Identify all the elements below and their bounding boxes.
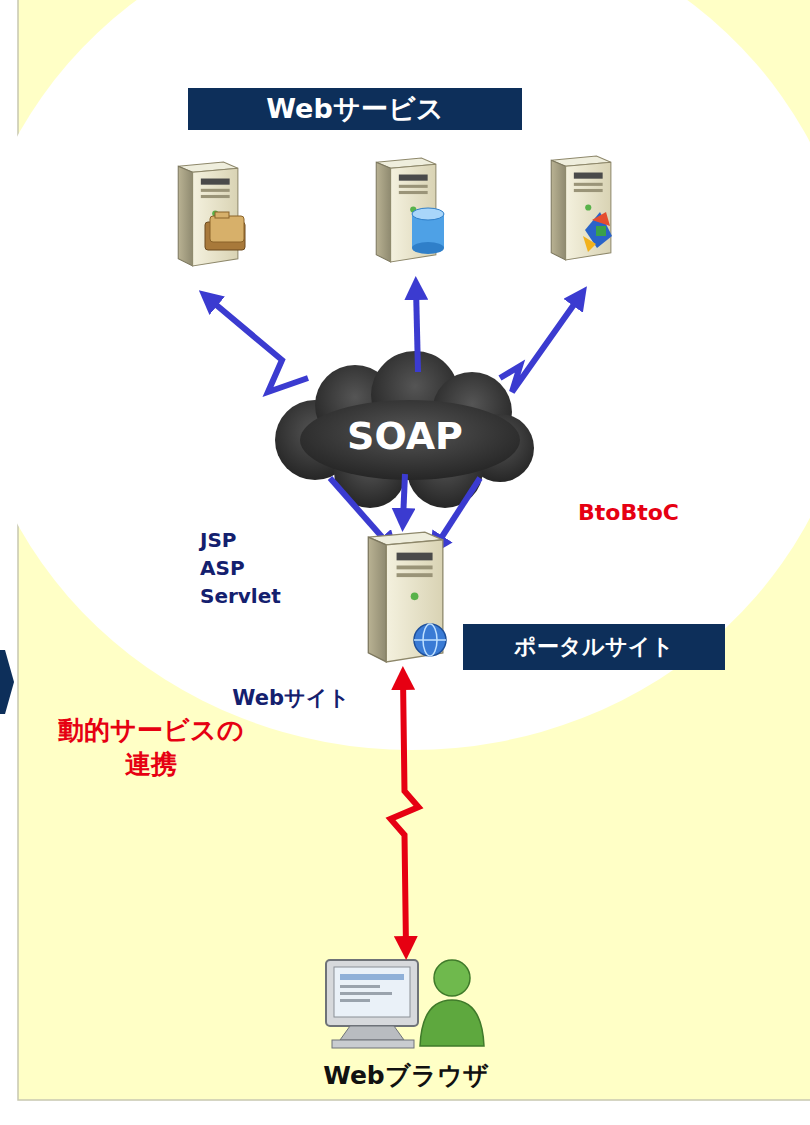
technology-label: Servlet: [200, 584, 281, 608]
portal-banner: ポータルサイト: [463, 624, 725, 670]
connector-arrow: [391, 678, 419, 948]
soap-cloud: SOAP: [300, 408, 510, 466]
edge-label: 動的サービスの 連携: [48, 714, 253, 782]
portal-server: Webサイト: [358, 528, 448, 670]
node-text: SOAP: [347, 415, 463, 459]
service-banner: Webサービス: [188, 88, 522, 130]
technology-label: ASP: [200, 556, 245, 580]
node-text: Webブラウザ: [256, 1062, 556, 1091]
node-text: ポータルサイト: [514, 634, 674, 659]
browser-client: Webブラウザ: [324, 956, 488, 1050]
connector-arrow: [403, 474, 405, 520]
node-text: Webサービス: [266, 93, 443, 124]
relation-label: BtoBtoC: [578, 500, 679, 525]
node-text: Webサイト: [226, 686, 350, 710]
technology-label: JSP: [200, 528, 237, 552]
